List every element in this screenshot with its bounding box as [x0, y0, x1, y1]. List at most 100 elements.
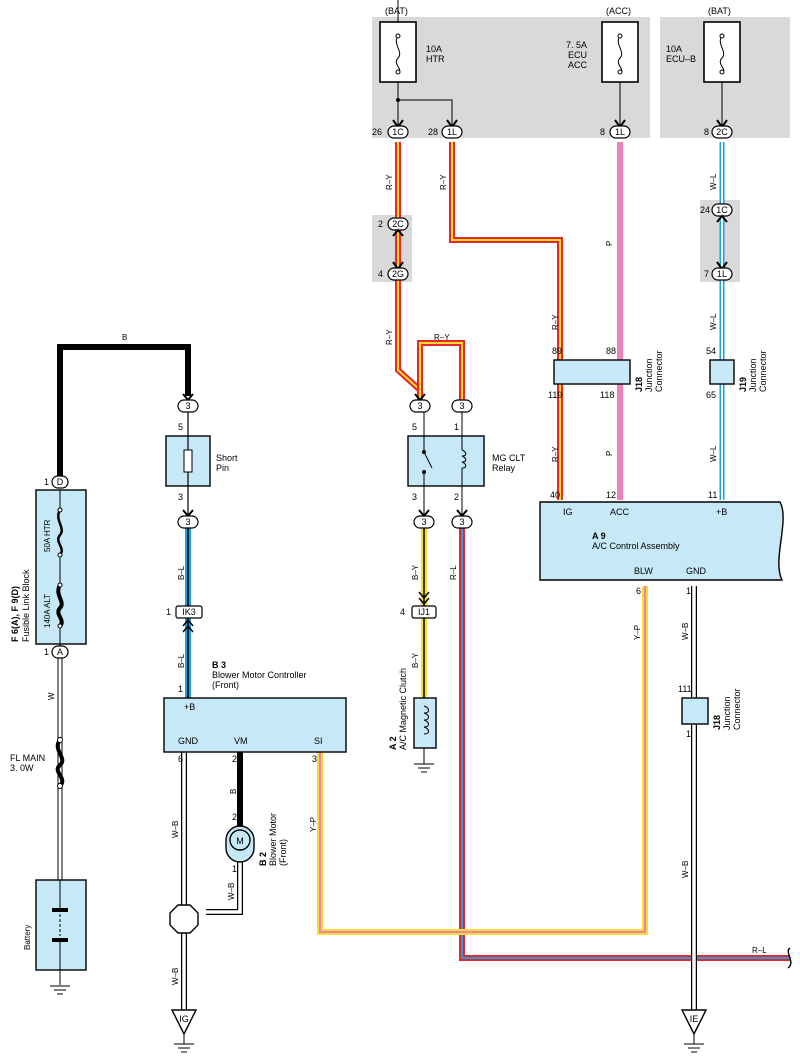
j18-pin-118: 118 [600, 390, 614, 400]
b3-pin-3: 3 [312, 754, 317, 764]
a9-pin-12: 12 [606, 490, 616, 500]
b2-pin-1: 1 [232, 864, 237, 874]
ac-magnetic-clutch [413, 697, 437, 749]
svg-text:D: D [57, 477, 64, 487]
b3-terminal-gnd: GND [178, 736, 199, 746]
j18b-name2: Connector [732, 688, 742, 730]
a9-terminal-blw: BLW [634, 566, 653, 576]
connector-3-relay-bottom-right: 3 [451, 509, 473, 529]
label-w: W [47, 692, 56, 700]
ground-ig-label: IG [179, 1014, 189, 1024]
a2-name: A/C Magnetic Clutch [398, 668, 408, 750]
relay-pin-1: 1 [454, 422, 459, 432]
wire-b-main [57, 344, 191, 478]
fuse-ecu-acc-name2: ACC [568, 60, 588, 70]
fuse-140a-alt-symbol [56, 582, 64, 646]
svg-text:1C: 1C [716, 205, 728, 215]
motor-symbol: M [236, 836, 244, 846]
a9-name: A/C Control Assembly [592, 541, 680, 551]
connector-3-relay-left: 3 [409, 393, 431, 413]
svg-text:1L: 1L [717, 269, 727, 279]
label-p-2: P [605, 451, 614, 456]
b2-code: B 2 [258, 852, 268, 866]
connector-1l-28: 1L [441, 119, 463, 139]
mg-clt-relay [407, 435, 485, 487]
blower-motor-controller [163, 697, 347, 753]
j18-pin-89: 89 [552, 346, 562, 356]
battery [35, 879, 87, 971]
label-b-y-1: B–Y [411, 564, 420, 580]
ground-ie [680, 1009, 708, 1053]
junction-connector-j19 [709, 359, 735, 385]
label-r-y-2: R–Y [439, 174, 448, 190]
label-b-motor: B [229, 789, 238, 794]
label-w-l-2: W–L [709, 313, 718, 330]
label-b-l-2: B–L [177, 653, 186, 668]
connector-1c-right: 1C [711, 203, 733, 223]
short-pin-label-2: Pin [216, 463, 229, 473]
label-w-b-2: W–B [227, 883, 236, 900]
pin-4: 4 [378, 269, 383, 279]
svg-text:3: 3 [421, 517, 426, 527]
acc-source: (ACC) [606, 6, 631, 16]
label-r-y-1: R–Y [385, 174, 394, 190]
ground-ie-label: IE [690, 1014, 699, 1024]
pin-2: 2 [378, 219, 383, 229]
label-r-y-3: R–Y [385, 329, 394, 345]
j18-pin-119: 119 [548, 390, 562, 400]
short-pin-symbol [183, 449, 193, 473]
pin-24: 24 [700, 205, 710, 215]
connector-1l-8: 1L [609, 119, 631, 139]
fuse-htr-name: HTR [426, 54, 445, 64]
battery-symbol [52, 880, 68, 985]
label-b-y-2: B–Y [411, 652, 420, 668]
a9-terminal-ig: IG [563, 507, 573, 517]
connector-ik3: IK3 [175, 605, 203, 633]
fuse-ecu-b-rating: 10A [666, 44, 682, 54]
fusible-140a-alt: 140A ALT [43, 594, 52, 628]
short-pin-5: 5 [178, 422, 183, 432]
svg-text:3: 3 [417, 401, 422, 411]
label-b-top: B [122, 333, 127, 342]
label-w-l-1: W–L [709, 173, 718, 190]
a9-pin-1: 1 [686, 586, 691, 596]
a9-terminal-acc: ACC [610, 507, 630, 517]
relay-pin-3: 3 [412, 492, 417, 502]
b2-pin-2: 2 [232, 812, 237, 822]
fuse-htr [379, 0, 453, 125]
ground-junction [169, 904, 199, 934]
b3-pin-2: 2 [232, 754, 237, 764]
b2-sub: (Front) [278, 839, 288, 866]
clutch-ground [414, 763, 434, 773]
pin-8-acc: 8 [600, 127, 605, 137]
label-r-l-1: R–L [449, 565, 458, 580]
connector-2c-8: 2C [711, 119, 733, 139]
label-w-b-5: W–B [681, 861, 690, 878]
label-b-l-1: B–L [177, 565, 186, 580]
a9-terminal-gnd: GND [686, 566, 707, 576]
a2-code: A 2 [388, 736, 398, 750]
battery-ground [50, 985, 70, 995]
svg-text:3: 3 [185, 401, 190, 411]
j19-pin-65: 65 [706, 390, 716, 400]
b3-terminal-b: +B [184, 702, 195, 712]
j18-pin-88: 88 [606, 346, 616, 356]
fusible-50a-htr: 50A HTR [43, 519, 52, 552]
j18b-pin-111: 111 [678, 684, 692, 694]
label-w-l-3: W–L [709, 445, 718, 462]
fusible-link-code: F 6(A), F 9(D) [10, 586, 20, 642]
pin-8-ecu-b: 8 [704, 127, 709, 137]
connector-ij1: IJ1 [411, 591, 437, 619]
connector-a: A [51, 645, 69, 659]
j18-code: J18 [634, 377, 644, 392]
connector-3-bottom-shortpin: 3 [177, 509, 199, 529]
a9-terminal-b: +B [716, 507, 727, 517]
j19-pin-54: 54 [706, 346, 716, 356]
connector-2g: 2G [387, 261, 409, 281]
a9-pin-11: 11 [708, 490, 717, 500]
connector-1c-26: 1C [387, 119, 409, 139]
b3-pin-1: 1 [178, 684, 183, 694]
label-r-y-4: R–Y [434, 333, 450, 342]
fuse-ecu-b-name: ECU–B [666, 54, 696, 64]
